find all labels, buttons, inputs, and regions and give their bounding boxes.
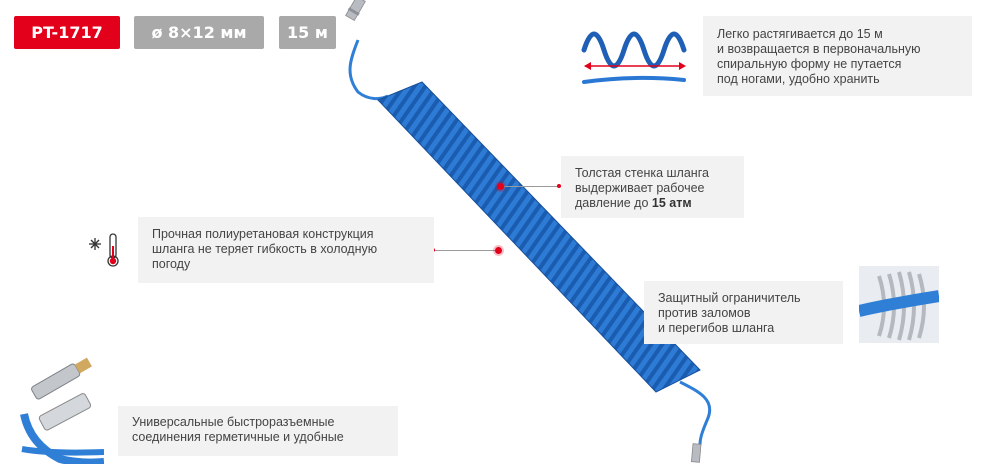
note-cold-resistance: Прочная полиуретановая конструкция шланг… <box>138 217 434 283</box>
leader-line-cold <box>434 250 499 251</box>
quick-connectors-thumbnail <box>20 354 104 464</box>
spring-stretch-icon <box>581 31 687 84</box>
note-line: и перегибов шланга <box>658 321 775 335</box>
note-line: давление до 15 атм <box>575 196 730 211</box>
leader-line-wall <box>502 186 561 187</box>
note-line: и возвращается в первоначальную <box>717 42 921 56</box>
note-text: давление до <box>575 196 652 210</box>
note-line: погоду <box>152 257 191 271</box>
model-badge: PT-1717 <box>14 16 120 49</box>
diameter-badge: ø 8×12 мм <box>134 16 264 49</box>
note-line: под ногами, удобно хранить <box>717 72 880 86</box>
note-line: против заломов <box>658 306 751 320</box>
note-line: Толстая стенка шланга <box>575 166 709 180</box>
note-quick-connectors: Универсальные быстроразъемные соединения… <box>118 406 398 456</box>
note-line: Прочная полиуретановая конструкция <box>152 227 374 241</box>
note-stretch: Легко растягивается до 15 м и возвращает… <box>703 16 972 96</box>
note-line: Легко растягивается до 15 м <box>717 27 883 41</box>
note-kink-guard: Защитный ограничитель против заломов и п… <box>644 281 843 344</box>
length-badge: 15 м <box>279 16 336 49</box>
marker-dot-wall-end <box>557 184 561 188</box>
guard-spring-thumbnail <box>859 266 939 343</box>
marker-dot-wall <box>497 183 504 190</box>
snowflake-thermometer-icon <box>89 233 119 267</box>
note-line: выдерживает рабочее <box>575 181 705 195</box>
note-line: Универсальные быстроразъемные <box>132 415 335 429</box>
note-line: шланга не теряет гибкость в холодную <box>152 242 378 256</box>
note-line: спиральную форму не путается <box>717 57 902 71</box>
pressure-value: 15 атм <box>651 196 692 210</box>
note-line: соединения герметичные и удобные <box>132 430 344 444</box>
note-wall-thickness: Толстая стенка шланга выдерживает рабоче… <box>561 156 744 218</box>
marker-dot-cold <box>495 247 502 254</box>
note-line: Защитный ограничитель <box>658 291 801 305</box>
